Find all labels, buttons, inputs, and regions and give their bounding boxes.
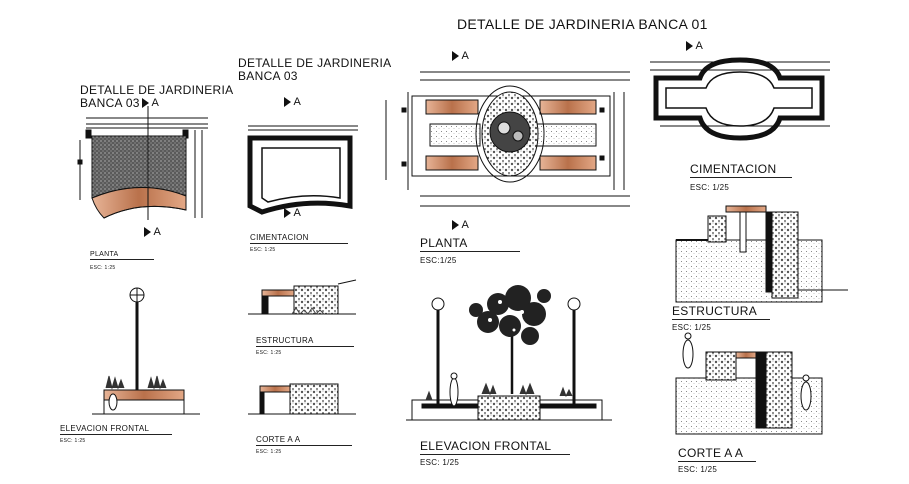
section-marker-3: A: [284, 96, 301, 108]
b01-elevacion-scale: ESC: 1/25: [420, 458, 460, 467]
b01-planta-scale: ESC:1/25: [420, 256, 457, 265]
section-marker-6: A: [452, 219, 469, 231]
b03a-elevacion-scale: ESC: 1:25: [60, 438, 86, 444]
banca01-estructura: [675, 205, 848, 303]
banca01-corte: [675, 332, 823, 435]
sheet-title: DETALLE DE JARDINERIA BANCA 01: [457, 16, 708, 32]
b01r-cimentacion-label: CIMENTACION: [690, 162, 792, 178]
b03b-cimentacion-label: CIMENTACION: [250, 233, 348, 244]
b01-planta-label: PLANTA: [420, 236, 520, 252]
b01r-estructura-label: ESTRUCTURA: [672, 304, 770, 320]
section-marker-4: A: [284, 207, 301, 219]
section-marker-7: A: [686, 40, 703, 52]
b03b-estructura-label: ESTRUCTURA: [256, 336, 354, 347]
banca03b-corte: [248, 383, 356, 415]
b01r-corte-scale: ESC: 1/25: [678, 465, 718, 474]
banca03-elevacion: [92, 287, 200, 415]
b03a-title-1: DETALLE DE JARDINERIA: [80, 83, 234, 97]
banca01-elevacion: [406, 285, 612, 421]
b03a-title-2: BANCA 03: [80, 96, 140, 110]
b01-elevacion-label: ELEVACION FRONTAL: [420, 439, 570, 455]
b03b-estructura-scale: ESC: 1:25: [256, 350, 282, 356]
b03b-corte-scale: ESC: 1:25: [256, 449, 282, 455]
banca01-cimentacion: [650, 57, 830, 141]
b03b-cimentacion-scale: ESC: 1:25: [250, 247, 276, 253]
banca03b-estructura: [248, 279, 357, 315]
section-marker-2: A: [144, 226, 161, 238]
section-marker-5: A: [452, 50, 469, 62]
b03a-elevacion-label: ELEVACION FRONTAL: [60, 424, 172, 435]
b03a-planta-label: PLANTA: [90, 251, 154, 260]
banca03b-cimentacion: [247, 125, 358, 215]
b01r-cimentacion-scale: ESC: 1/25: [690, 183, 730, 192]
section-marker-1: A: [142, 97, 159, 109]
b03b-title-1: DETALLE DE JARDINERIA: [238, 56, 392, 70]
banca01-planta: [385, 71, 630, 207]
banca03-planta: [77, 106, 208, 220]
b01r-corte-label: CORTE A A: [678, 446, 756, 462]
b03b-title-2: BANCA 03: [238, 69, 298, 83]
b01r-estructura-scale: ESC: 1/25: [672, 323, 712, 332]
b03a-planta-scale: ESC: 1:25: [90, 265, 116, 271]
b03b-corte-label: CORTE A A: [256, 435, 352, 446]
